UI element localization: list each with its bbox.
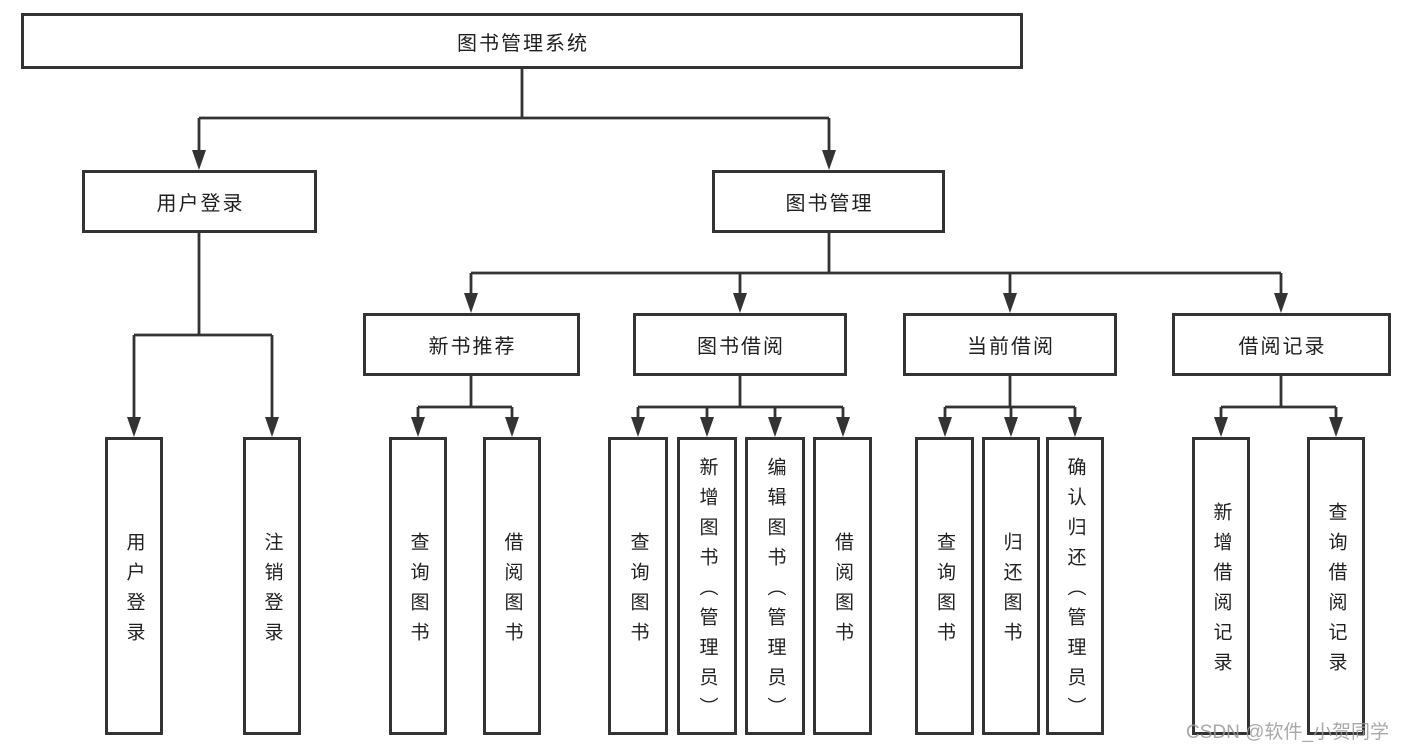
leaf-user-login: 用户登录: [105, 437, 163, 735]
node-book-borrow-label: 图书借阅: [697, 336, 785, 358]
leaf-borrow-books-recommend-label: 借阅图书: [501, 531, 523, 652]
leaf-borrow-books-label: 借阅图书: [832, 531, 853, 652]
node-root-label: 图书管理系统: [457, 32, 589, 55]
node-book-borrow: 图书借阅: [633, 313, 847, 376]
leaf-user-login-label: 用户登录: [123, 531, 145, 652]
leaf-borrow-books-recommend: 借阅图书: [483, 437, 541, 735]
leaf-query-books-borrow-label: 查询图书: [627, 531, 649, 652]
leaf-return-book-label: 归还图书: [1000, 531, 1022, 652]
node-book-management: 图书管理: [712, 170, 945, 233]
node-user-login: 用户登录: [82, 170, 317, 233]
leaf-confirm-return-admin: 确认归还（管理员）: [1046, 437, 1104, 735]
leaf-return-book: 归还图书: [982, 437, 1040, 735]
leaf-logout: 注销登录: [243, 437, 301, 735]
leaf-query-books-borrow: 查询图书: [608, 437, 668, 735]
leaf-edit-book-admin-label: 编辑图书（管理员）: [764, 456, 786, 727]
leaf-query-books-current-label: 查询图书: [934, 531, 955, 652]
leaf-query-borrow-record: 查询借阅记录: [1307, 437, 1365, 735]
node-book-management-label: 图书管理: [785, 193, 874, 215]
csdn-watermark: CSDN @软件_小贺同学: [1186, 722, 1389, 743]
node-new-book-recommend: 新书推荐: [363, 313, 580, 376]
node-root: 图书管理系统: [21, 13, 1023, 69]
node-borrow-records: 借阅记录: [1172, 313, 1391, 376]
leaf-confirm-return-admin-label: 确认归还（管理员）: [1064, 456, 1086, 727]
leaf-borrow-books: 借阅图书: [813, 437, 872, 735]
leaf-query-books-current: 查询图书: [915, 437, 974, 735]
leaf-query-books-recommend-label: 查询图书: [407, 531, 429, 652]
leaf-add-book-admin-label: 新增图书（管理员）: [696, 456, 718, 727]
node-user-login-label: 用户登录: [156, 193, 245, 215]
node-new-book-recommend-label: 新书推荐: [428, 336, 517, 358]
leaf-query-borrow-record-label: 查询借阅记录: [1325, 501, 1347, 682]
leaf-add-book-admin: 新增图书（管理员）: [677, 437, 737, 735]
leaf-edit-book-admin: 编辑图书（管理员）: [745, 437, 805, 735]
node-current-borrow: 当前借阅: [903, 313, 1117, 376]
leaf-logout-label: 注销登录: [261, 531, 283, 652]
leaf-add-borrow-record-label: 新增借阅记录: [1210, 501, 1232, 682]
node-current-borrow-label: 当前借阅: [967, 336, 1055, 358]
node-borrow-records-label: 借阅记录: [1238, 336, 1327, 358]
leaf-add-borrow-record: 新增借阅记录: [1192, 437, 1250, 735]
leaf-query-books-recommend: 查询图书: [389, 437, 447, 735]
